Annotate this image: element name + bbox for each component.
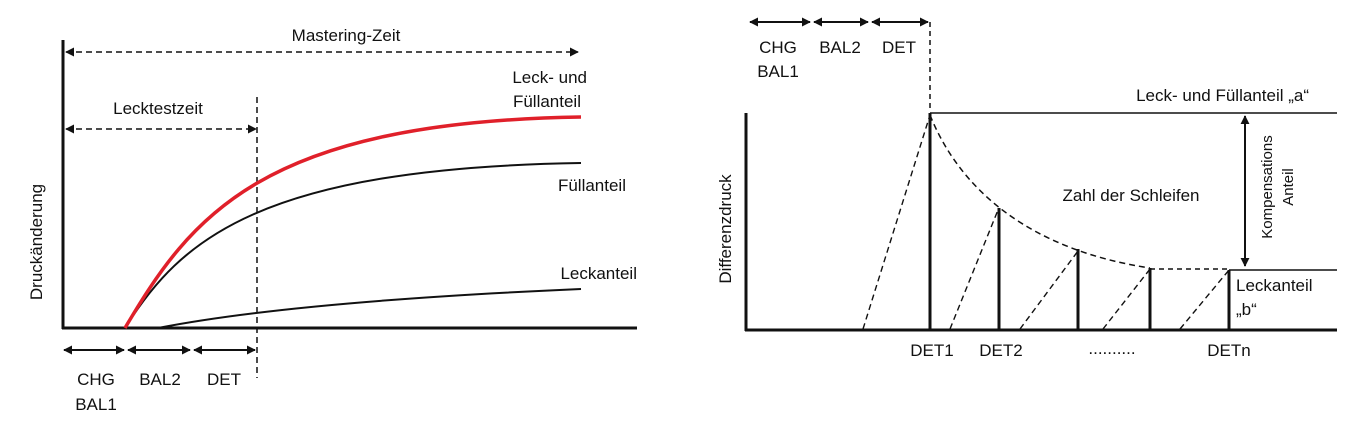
right-chg-label: CHG [759, 38, 797, 57]
leak-b-label-2: „b“ [1236, 300, 1257, 319]
left-bal1-label: BAL1 [75, 395, 117, 414]
right-diagram: Differenzdruck CHG BAL1 BAL2 DET Leck- u… [716, 17, 1337, 360]
det-bars [928, 113, 1231, 330]
fill-curve [124, 162, 582, 329]
decay-envelope [929, 114, 1151, 269]
left-chg-label: CHG [77, 370, 115, 389]
level-a-label: Leck- und Füllanteil „a“ [1136, 86, 1309, 105]
leak-b-label-1: Leckanteil [1236, 276, 1313, 295]
compensation-label-2: Anteil [1280, 168, 1297, 206]
leak-label: Leckanteil [560, 264, 637, 283]
left-diagram: Druckänderung Mastering-Zeit Lecktestzei… [27, 26, 637, 414]
det1-label: DET1 [910, 341, 953, 360]
left-y-axis-label: Druckänderung [27, 184, 46, 300]
detn-label: DETn [1207, 341, 1250, 360]
leaktest-time-label: Lecktestzeit [113, 99, 203, 118]
right-det-label: DET [882, 38, 916, 57]
left-bal2-label: BAL2 [139, 370, 181, 389]
right-bal1-label: BAL1 [757, 62, 799, 81]
compensation-label-1: Kompensations [1259, 135, 1276, 238]
left-det-label: DET [207, 370, 241, 389]
leak-and-fill-curve [123, 115, 582, 329]
leak-fill-label-2: Füllanteil [513, 92, 581, 111]
det-ellipsis-label: .......... [1088, 339, 1135, 358]
leak-fill-label-1: Leck- und [512, 68, 587, 87]
loops-label: Zahl der Schleifen [1062, 186, 1199, 205]
mastering-time-label: Mastering-Zeit [292, 26, 401, 45]
det2-label: DET2 [979, 341, 1022, 360]
ramp-lines [862, 114, 1230, 330]
right-bal2-label: BAL2 [819, 38, 861, 57]
right-y-axis-label: Differenzdruck [716, 174, 735, 284]
fill-label: Füllanteil [558, 176, 626, 195]
leak-curve [157, 288, 582, 329]
